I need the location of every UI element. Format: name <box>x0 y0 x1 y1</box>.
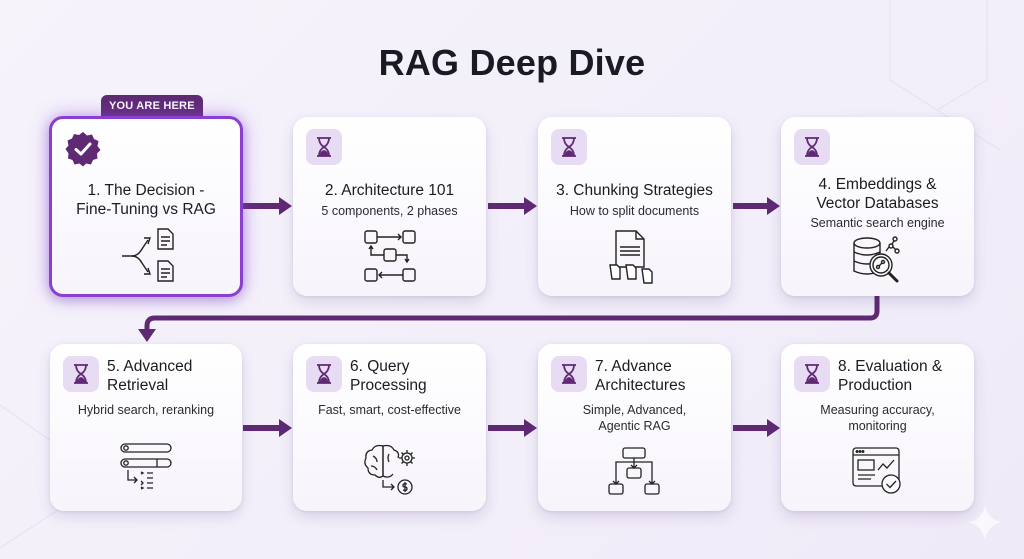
arrow-7-8 <box>733 419 780 437</box>
status-icon-box <box>63 356 99 392</box>
hourglass-icon <box>562 364 576 384</box>
search-rank-icon <box>120 443 172 490</box>
hourglass-icon <box>317 137 331 157</box>
step-title-line2: Processing <box>350 377 427 394</box>
step-card-7[interactable]: 7. Advance Architectures Simple, Advance… <box>538 344 731 511</box>
step-card-6[interactable]: 6. Query Processing Fast, smart, cost-ef… <box>293 344 486 511</box>
step-subtitle: Simple, Advanced, Agentic RAG <box>538 402 731 434</box>
dashboard-check-icon <box>852 447 901 494</box>
arrow-2-3 <box>488 197 537 215</box>
page-title: RAG Deep Dive <box>378 42 646 83</box>
arrow-3-4 <box>733 197 780 215</box>
status-icon-box <box>794 356 830 392</box>
step-card-8[interactable]: 8. Evaluation & Production Measuring acc… <box>781 344 974 511</box>
step-subtitle: Measuring accuracy, monitoring <box>781 402 974 434</box>
step-subtitle-line1: Measuring accuracy, <box>820 403 935 417</box>
hourglass-icon <box>74 364 88 384</box>
step-card-4[interactable]: 4. Embeddings & Vector Databases Semanti… <box>781 117 974 296</box>
brain-gear-cost-icon <box>364 444 415 495</box>
status-icon-box <box>306 356 342 392</box>
step-title: 8. Evaluation & Production <box>838 357 942 395</box>
database-search-icon <box>853 236 900 283</box>
hourglass-icon <box>805 137 819 157</box>
step-title-line1: 5. Advanced <box>107 358 193 375</box>
step-title-line1: 8. Evaluation & <box>838 358 943 375</box>
step-card-1[interactable]: 1. The Decision - Fine-Tuning vs RAG <box>49 116 243 297</box>
step-subtitle: Fast, smart, cost-effective <box>318 403 461 417</box>
hourglass-icon <box>805 364 819 384</box>
step-card-2[interactable]: 2. Architecture 101 5 components, 2 phas… <box>293 117 486 296</box>
step-title: 3. Chunking Strategies <box>556 182 713 199</box>
step-title-line2: Fine-Tuning vs RAG <box>76 201 216 218</box>
arrow-1-2 <box>243 197 292 215</box>
hourglass-icon <box>562 137 576 157</box>
step-title: 4. Embeddings & Vector Databases <box>781 175 974 213</box>
hourglass-icon <box>317 364 331 384</box>
step-subtitle-line2: Agentic RAG <box>598 419 671 433</box>
step-title: 2. Architecture 101 <box>324 182 455 199</box>
flow-boxes-icon <box>364 230 416 282</box>
step-title-line1: 6. Query <box>350 358 410 375</box>
step-subtitle: How to split documents <box>569 204 700 218</box>
split-to-documents-icon <box>122 228 174 282</box>
step-title: 1. The Decision - Fine-Tuning vs RAG <box>52 181 240 219</box>
step-card-5[interactable]: 5. Advanced Retrieval Hybrid search, rer… <box>50 344 242 511</box>
you-are-here-badge: YOU ARE HERE <box>101 95 203 116</box>
arrow-5-6 <box>243 419 292 437</box>
document-split-icon <box>609 230 653 284</box>
step-title: 7. Advance Architectures <box>595 357 685 395</box>
step-title: 5. Advanced Retrieval <box>107 357 192 395</box>
status-icon-box <box>551 356 587 392</box>
step-title: 6. Query Processing <box>350 357 427 395</box>
hierarchy-icon <box>608 447 660 495</box>
step-card-3[interactable]: 3. Chunking Strategies How to split docu… <box>538 117 731 296</box>
arrow-4-5 <box>144 296 880 330</box>
step-title-line2: Retrieval <box>107 377 169 394</box>
step-title-line2: Architectures <box>595 377 686 394</box>
step-subtitle: 5 components, 2 phases <box>321 204 458 218</box>
step-title-line1: 7. Advance <box>595 358 672 375</box>
check-badge-icon <box>65 132 101 167</box>
step-subtitle-line2: monitoring <box>848 419 907 433</box>
status-icon-box <box>306 129 342 165</box>
step-subtitle: Hybrid search, reranking <box>77 403 215 417</box>
status-icon-box <box>794 129 830 165</box>
step-title-line1: 1. The Decision - <box>87 182 205 199</box>
arrow-6-7 <box>488 419 537 437</box>
step-subtitle: Semantic search engine <box>810 216 945 230</box>
step-title-line2: Vector Databases <box>816 195 939 212</box>
step-subtitle-line1: Simple, Advanced, <box>582 403 687 417</box>
status-icon-box <box>551 129 587 165</box>
step-title-line2: Production <box>838 377 913 394</box>
step-title-line1: 4. Embeddings & <box>818 176 937 193</box>
